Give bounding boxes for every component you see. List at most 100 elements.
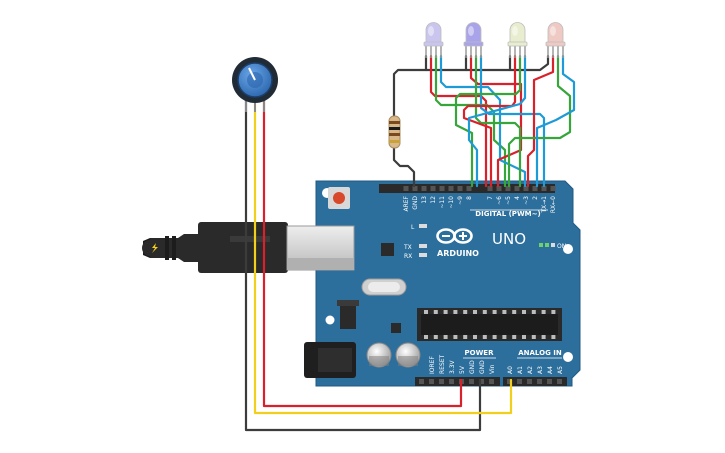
on-label: ON xyxy=(557,243,566,250)
digital-pin-hole[interactable] xyxy=(448,186,454,191)
wire-resistor-gnd[interactable] xyxy=(392,144,416,188)
led-1[interactable] xyxy=(423,22,444,59)
digital-pin-label: ~6 xyxy=(496,196,503,205)
digital-pin-label: AREF xyxy=(403,195,410,211)
digital-pin-hole[interactable] xyxy=(430,186,436,191)
ic-pin xyxy=(522,335,526,339)
analog-pin-hole[interactable] xyxy=(517,379,522,384)
status-leds: L TX RX xyxy=(403,224,427,260)
analog-header-label: ANALOG IN xyxy=(518,349,562,357)
led-4[interactable] xyxy=(545,22,566,59)
usb-cable[interactable] xyxy=(142,222,355,273)
digital-pin-label: ~10 xyxy=(448,196,455,209)
digital-pin-hole[interactable] xyxy=(532,186,538,191)
digital-header-pins xyxy=(403,186,556,191)
digital-pin-hole[interactable] xyxy=(403,186,409,191)
power-jack-inner xyxy=(318,348,352,372)
digital-pin-hole[interactable] xyxy=(439,186,445,191)
power-pin-hole[interactable] xyxy=(479,379,484,384)
analog-pin-hole[interactable] xyxy=(557,379,562,384)
analog-pin-label: A3 xyxy=(537,366,544,374)
wire-led-ground-bus[interactable] xyxy=(392,54,550,120)
wire-led1-blue[interactable] xyxy=(439,54,527,188)
analog-pin-hole[interactable] xyxy=(537,379,542,384)
wire-led4-green[interactable] xyxy=(507,54,572,188)
power-pin-label: 3.3V xyxy=(449,359,456,374)
led-rim xyxy=(507,41,528,47)
ic-pin xyxy=(492,335,497,339)
ic-pin xyxy=(482,310,487,314)
analog-pin-hole[interactable] xyxy=(547,379,552,384)
power-pin-label: Vin xyxy=(489,364,496,374)
digital-pin-hole[interactable] xyxy=(412,186,418,191)
resistor[interactable] xyxy=(388,115,401,149)
power-pin-hole[interactable] xyxy=(449,379,454,384)
wire-led4-red[interactable] xyxy=(526,54,555,188)
ic-pin xyxy=(482,335,487,339)
power-pin-hole[interactable] xyxy=(489,379,494,384)
logo-ring-right xyxy=(453,228,473,244)
microcontroller-chip xyxy=(417,308,562,341)
wire-pot-5v[interactable] xyxy=(262,88,463,408)
reset-button[interactable] xyxy=(333,192,345,204)
power-pin-hole[interactable] xyxy=(429,379,434,384)
led-2[interactable] xyxy=(463,22,484,59)
rgb-leds[interactable] xyxy=(423,22,566,59)
power-pin-hole[interactable] xyxy=(469,379,474,384)
wire-led1-green[interactable] xyxy=(434,54,507,188)
wire-led2-blue[interactable] xyxy=(479,54,546,188)
wire-led3-red[interactable] xyxy=(462,54,517,188)
ic-pin xyxy=(531,335,536,339)
digital-pin-label: ~11 xyxy=(439,196,446,209)
power-pin-label: 5V xyxy=(459,365,466,374)
digital-pin-hole[interactable] xyxy=(541,186,547,191)
digital-pin-hole[interactable] xyxy=(466,186,472,191)
led-rim xyxy=(463,41,484,47)
power-pin-hole[interactable] xyxy=(419,379,424,384)
crystal-inner xyxy=(368,282,400,292)
ic-pin xyxy=(492,310,497,314)
ic-pin xyxy=(473,310,477,314)
power-pin-hole[interactable] xyxy=(439,379,444,384)
digital-pin-hole[interactable] xyxy=(496,186,502,191)
digital-pin-label: TX→1 xyxy=(541,196,548,214)
digital-pin-hole[interactable] xyxy=(421,186,427,191)
analog-pin-hole[interactable] xyxy=(507,379,512,384)
digital-pin-hole[interactable] xyxy=(523,186,529,191)
digital-pin-hole[interactable] xyxy=(487,186,493,191)
usb-plug-stripe xyxy=(230,236,270,242)
power-header xyxy=(415,377,500,386)
wire-pot-gnd[interactable] xyxy=(244,88,482,432)
digital-pin-hole[interactable] xyxy=(457,186,463,191)
ic-pin xyxy=(443,335,448,339)
digital-pin-hole[interactable] xyxy=(505,186,511,191)
wire-led3-blue[interactable] xyxy=(467,54,527,188)
ic-pins xyxy=(424,310,556,339)
wire-led3-green[interactable] xyxy=(454,54,522,188)
led-3[interactable] xyxy=(507,22,528,59)
mount-hole xyxy=(563,244,573,254)
analog-pin-label: A4 xyxy=(547,366,554,374)
ic-body xyxy=(421,314,558,335)
wire-led4-blue[interactable] xyxy=(535,54,576,188)
analog-pin-label: A0 xyxy=(507,366,514,374)
pot-indicator xyxy=(248,67,256,81)
digital-pin-label: 7 xyxy=(487,196,494,200)
resistor-band-4 xyxy=(389,140,400,143)
resistor-band-2 xyxy=(389,127,400,130)
analog-pin-hole[interactable] xyxy=(527,379,532,384)
digital-pin-label: ~3 xyxy=(523,196,530,205)
digital-pin-hole[interactable] xyxy=(514,186,520,191)
digital-pin-hole[interactable] xyxy=(550,186,556,191)
power-header-label: POWER xyxy=(465,349,495,357)
led-label-rx: RX xyxy=(404,253,412,260)
digital-header-label: DIGITAL (PWM~) xyxy=(475,210,540,218)
ic-pin xyxy=(443,310,448,314)
potentiometer[interactable] xyxy=(232,57,278,112)
analog-header xyxy=(503,377,567,386)
small-chip xyxy=(391,323,401,333)
ic-pin xyxy=(463,335,468,339)
wire-pot-signal[interactable] xyxy=(253,88,513,415)
